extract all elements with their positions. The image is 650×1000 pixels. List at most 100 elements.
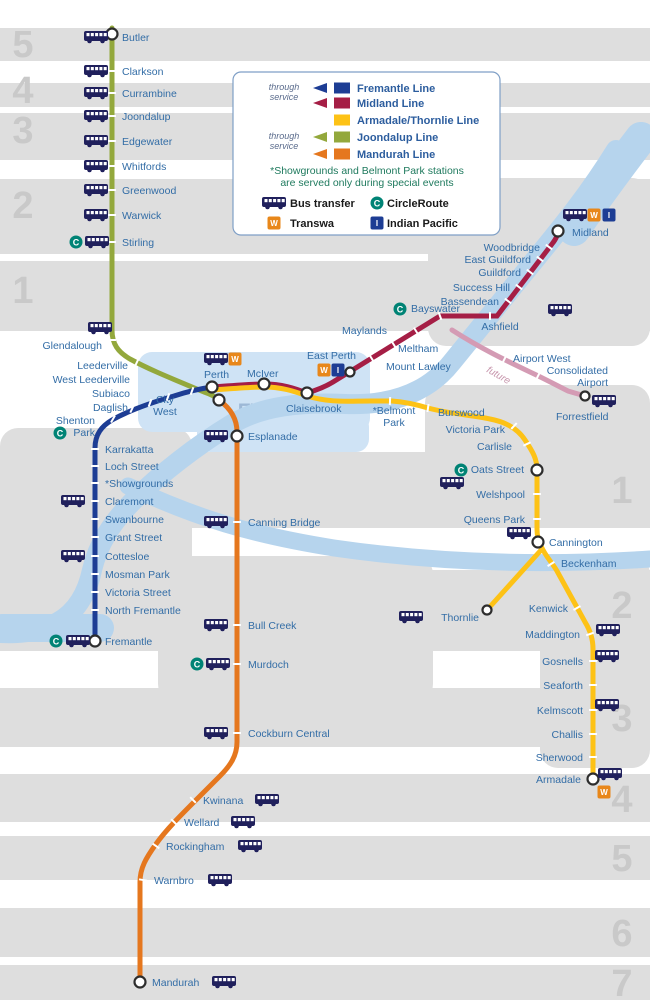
bus-window (602, 626, 606, 630)
station-label: Gosnells (542, 656, 583, 668)
legend-line-name: Armadale/Thornlie Line (357, 115, 479, 127)
station-esplanade: Esplanade (204, 429, 298, 443)
station-carlisle: Carlisle (477, 441, 532, 453)
bus-window (442, 479, 446, 483)
station-label: Queens Park (464, 514, 526, 526)
bus-window (281, 199, 285, 203)
bus-window (550, 306, 554, 310)
station-label: Claisebrook (286, 403, 342, 415)
interchange-marker (551, 224, 565, 238)
station-queens-park: Queens Park (464, 514, 541, 526)
station-butler: Butler (84, 27, 150, 44)
bus-window (268, 199, 272, 203)
bus-transfer-icon (84, 31, 108, 44)
bus-window (249, 842, 253, 846)
station-greenwood: Greenwood (84, 184, 176, 197)
C-icon: C (53, 426, 67, 440)
bus-transfer-icon (84, 209, 108, 222)
bus-transfer-icon (212, 976, 236, 989)
zone-number: 1 (611, 470, 632, 512)
special-events-note: are served only during special events (280, 177, 453, 189)
I-icon: I (602, 208, 616, 222)
bus-window (215, 432, 219, 436)
interchange-marker (230, 429, 244, 443)
bus-window (86, 137, 90, 141)
legend-chip-joondalup (334, 131, 350, 143)
station-label: North Fremantle (105, 605, 181, 617)
bus-window (574, 211, 578, 215)
station-label: Consolidated (547, 365, 608, 377)
station-maylands: Maylands (342, 325, 397, 349)
bus-window (617, 770, 621, 774)
station-claisebrook: Claisebrook (286, 386, 342, 415)
C-icon: C (370, 196, 384, 210)
station-glendalough: Glendalough (42, 322, 116, 352)
bus-window (90, 89, 94, 93)
station-label: City (156, 394, 175, 406)
station-label: Mandurah (152, 977, 199, 989)
bus-window (103, 162, 107, 166)
bus-transfer-icon (206, 658, 230, 671)
bus-window (214, 876, 218, 880)
bus-window (227, 978, 231, 982)
bus-window (246, 818, 250, 822)
bus-window (223, 518, 227, 522)
station-label: Challis (551, 729, 583, 741)
bus-window (95, 67, 99, 71)
station-label: Kenwick (529, 603, 569, 615)
station-welshpool: Welshpool (476, 489, 541, 501)
bus-window (610, 701, 614, 705)
bus-window (611, 626, 615, 630)
station-joondalup: Joondalup (84, 110, 171, 123)
interchange-marker (105, 27, 119, 41)
bus-window (99, 186, 103, 190)
bus-window (223, 978, 227, 982)
station-label: Beckenham (561, 558, 617, 570)
bus-transfer-icon (61, 550, 85, 563)
station-label: Oats Street (471, 464, 524, 476)
bus-transfer-icon (507, 527, 531, 540)
bus-transfer-icon (595, 699, 619, 712)
station-swanbourne: Swanbourne (91, 514, 164, 526)
bus-window (614, 652, 618, 656)
bus-window (270, 796, 274, 800)
W-bg (587, 208, 601, 222)
zone-number: 6 (611, 913, 632, 955)
bus-transfer-icon (204, 353, 228, 366)
interchange-marker (88, 634, 102, 648)
C-icon: C (69, 235, 83, 249)
station-bassendean: Bassendean (441, 296, 572, 317)
bus-transfer-icon (204, 619, 228, 632)
station-label: Cottesloe (105, 551, 150, 563)
bus-window (80, 552, 84, 556)
bus-window (611, 397, 615, 401)
station-cottesloe: Cottesloe (61, 550, 150, 563)
station-label: Kwinana (203, 795, 243, 807)
bus-window (215, 355, 219, 359)
legend-box (232, 71, 501, 236)
bus-transfer-icon (84, 87, 108, 100)
bus-window (90, 112, 94, 116)
station-label: Rockingham (166, 841, 225, 853)
bus-window (578, 211, 582, 215)
bus-transfer-icon (440, 477, 464, 490)
station-label: Meltham (398, 343, 439, 355)
bus-transfer-icon (84, 184, 108, 197)
station-tick (585, 631, 595, 637)
bus-window (77, 637, 81, 641)
bus-window (597, 652, 601, 656)
bus-window (90, 137, 94, 141)
bus-window (607, 626, 611, 630)
through-service-arrow (313, 83, 327, 93)
bus-transfer-icon (204, 727, 228, 740)
zone-band (0, 908, 650, 957)
station-tick (437, 311, 443, 321)
station-forrestfield: Forrestfield (556, 390, 616, 423)
bus-window (90, 67, 94, 71)
I-letter: I (608, 211, 610, 220)
bus-window (569, 211, 573, 215)
station-rockingham: Rockingham (152, 840, 262, 853)
